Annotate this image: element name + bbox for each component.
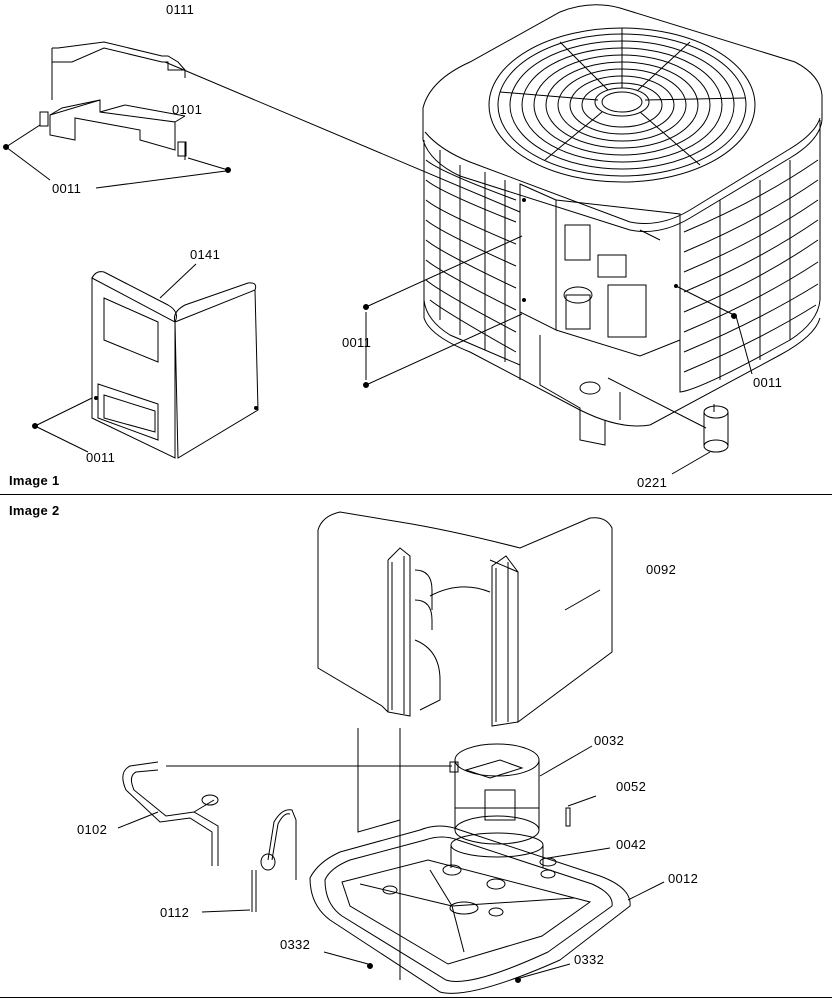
label-0111: 0111 xyxy=(166,2,195,17)
base-pan-0012 xyxy=(309,825,665,994)
label-0141: 0141 xyxy=(190,247,221,262)
label-0011-panel: 0011 xyxy=(86,450,116,465)
bottom-border xyxy=(0,997,832,998)
label-0112: 0112 xyxy=(160,905,190,920)
label-0092: 0092 xyxy=(646,562,677,577)
label-0102: 0102 xyxy=(77,822,108,837)
plug-0052 xyxy=(565,795,597,827)
compressor-0032 xyxy=(166,743,593,868)
section-divider xyxy=(0,494,832,495)
label-0011-bracket: 0011 xyxy=(52,181,82,196)
label-0032: 0032 xyxy=(594,733,625,748)
image-1-title: Image 1 xyxy=(9,473,60,488)
panel-0141 xyxy=(32,263,259,459)
accumulator-0221 xyxy=(671,404,729,475)
image-2-title: Image 2 xyxy=(9,503,60,518)
label-0332-right: 0332 xyxy=(574,952,605,967)
discharge-tube-0102 xyxy=(117,761,219,866)
suction-tube-0112 xyxy=(201,809,297,913)
coil-0092 xyxy=(317,511,613,727)
label-0332-left: 0332 xyxy=(280,937,311,952)
grommet-0042 xyxy=(539,847,611,867)
label-0012: 0012 xyxy=(668,871,699,886)
label-0011-unit-right: 0011 xyxy=(753,375,783,390)
screws-0332 xyxy=(323,951,571,983)
label-0052: 0052 xyxy=(616,779,647,794)
condenser-unit xyxy=(363,4,823,446)
bracket-screws-0011 xyxy=(3,124,231,189)
label-0011-unit-left: 0011 xyxy=(342,335,372,350)
bracket-0111 xyxy=(51,41,186,100)
label-0042: 0042 xyxy=(616,837,647,852)
label-0221: 0221 xyxy=(637,475,668,490)
label-0101: 0101 xyxy=(172,102,203,117)
bracket-0101 xyxy=(39,99,187,160)
